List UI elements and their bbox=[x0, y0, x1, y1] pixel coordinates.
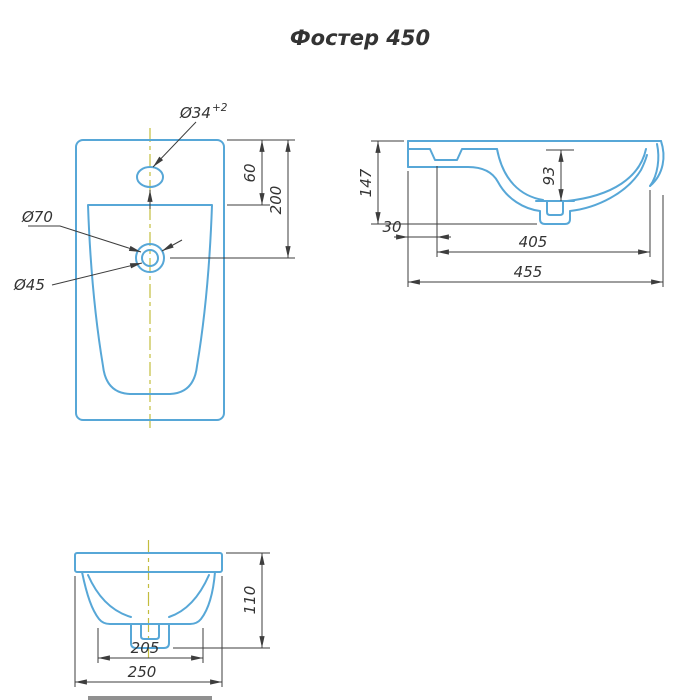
drain-leader-arrow-2 bbox=[161, 239, 183, 252]
section-drain-inner bbox=[546, 200, 564, 216]
drain-inner-leader bbox=[51, 262, 143, 286]
section-front-inner-curve bbox=[649, 143, 660, 187]
front-drain-box bbox=[130, 623, 170, 649]
faucet-diameter-label: Ø34 bbox=[179, 104, 211, 122]
front-drain-inner bbox=[140, 623, 160, 640]
front-bowl-curve-right bbox=[168, 574, 210, 618]
cropped-element-edge bbox=[88, 696, 212, 700]
dim-405-label: 405 bbox=[519, 233, 548, 251]
dim-60-label: 60 bbox=[241, 163, 259, 182]
plan-outer-outline bbox=[75, 139, 225, 421]
dim-205-label: 205 bbox=[131, 639, 160, 657]
drain-inner-diameter-label: Ø45 bbox=[13, 276, 45, 294]
drain-inner-circle bbox=[141, 249, 159, 267]
section-deck-inner-line bbox=[407, 148, 498, 161]
section-view: 147 93 30 405 455 bbox=[357, 140, 665, 287]
front-rim-outline bbox=[74, 552, 223, 573]
faucet-hole bbox=[136, 166, 164, 188]
front-view: 110 205 250 bbox=[74, 540, 270, 687]
dim-93-label: 93 bbox=[540, 166, 558, 185]
faucet-leader-line bbox=[152, 121, 197, 168]
faucet-tolerance-label: +2 bbox=[212, 102, 228, 114]
drain-outer-leader bbox=[28, 225, 142, 253]
plan-view: Ø34 +2 60 200 Ø70 Ø45 bbox=[13, 102, 295, 432]
section-outer-shell bbox=[407, 154, 648, 225]
dim-147-label: 147 bbox=[357, 168, 375, 197]
section-bowl-left-wall bbox=[496, 148, 544, 201]
drain-outer-diameter-label: Ø70 bbox=[21, 208, 53, 226]
front-body-outline bbox=[81, 571, 216, 625]
drain-outer-circle bbox=[135, 243, 165, 273]
dim-455-label: 455 bbox=[514, 263, 543, 281]
front-bowl-curve-left bbox=[87, 574, 132, 618]
section-bowl-right-wall bbox=[566, 148, 647, 202]
dim-110-label: 110 bbox=[241, 586, 259, 615]
dim-30-label: 30 bbox=[382, 218, 401, 236]
plan-basin-outline bbox=[87, 204, 213, 395]
dim-250-label: 250 bbox=[128, 663, 157, 681]
dim-200-label: 200 bbox=[267, 186, 285, 215]
drawing-title: Фостер 450 bbox=[290, 26, 430, 50]
